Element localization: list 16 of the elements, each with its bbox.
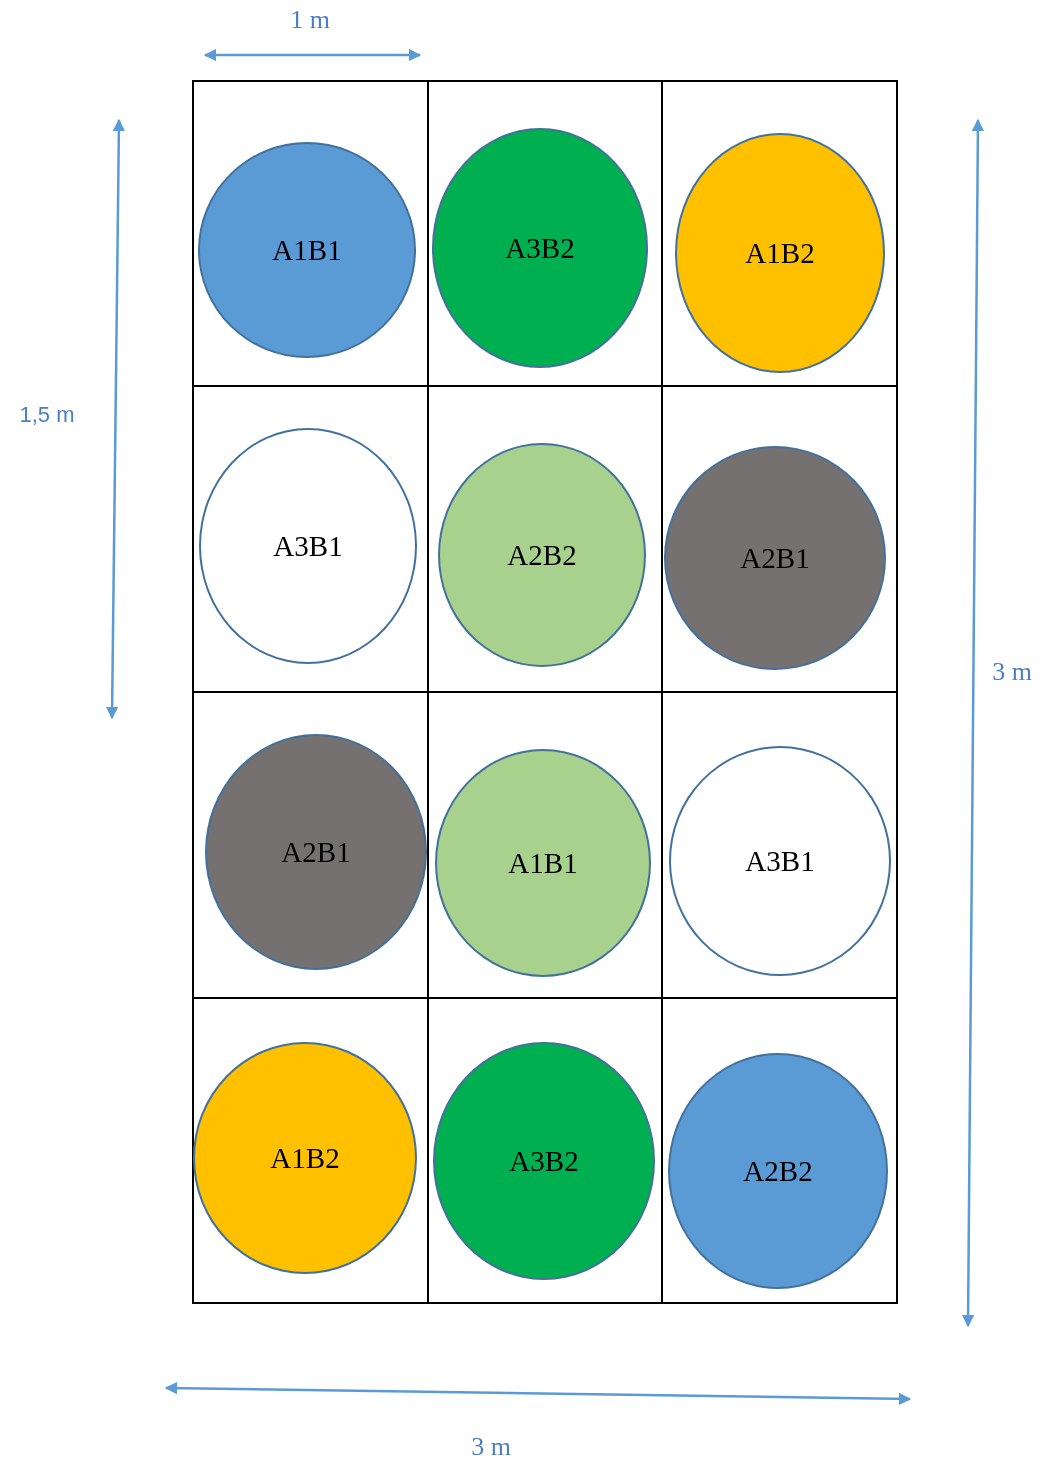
dimension-label: 3 m xyxy=(471,1432,511,1462)
treatment-label: A2B2 xyxy=(743,1154,813,1188)
treatment-label: A2B1 xyxy=(281,835,351,869)
treatment-label: A3B1 xyxy=(273,529,343,563)
dimension-label: 1 m xyxy=(290,5,330,35)
treatment-label: A2B1 xyxy=(740,541,810,575)
treatment-label: A1B2 xyxy=(270,1141,340,1175)
treatment-label: A1B2 xyxy=(745,236,815,270)
treatment-label: A3B2 xyxy=(509,1144,579,1178)
treatment-label: A1B1 xyxy=(508,846,578,880)
treatment-label: A2B2 xyxy=(507,538,577,572)
treatment-label: A3B2 xyxy=(505,231,575,265)
dimension-label: 1,5 m xyxy=(19,402,75,428)
dimension-label: 3 m xyxy=(992,657,1032,687)
treatment-label: A3B1 xyxy=(745,844,815,878)
treatment-label: A1B1 xyxy=(272,233,342,267)
